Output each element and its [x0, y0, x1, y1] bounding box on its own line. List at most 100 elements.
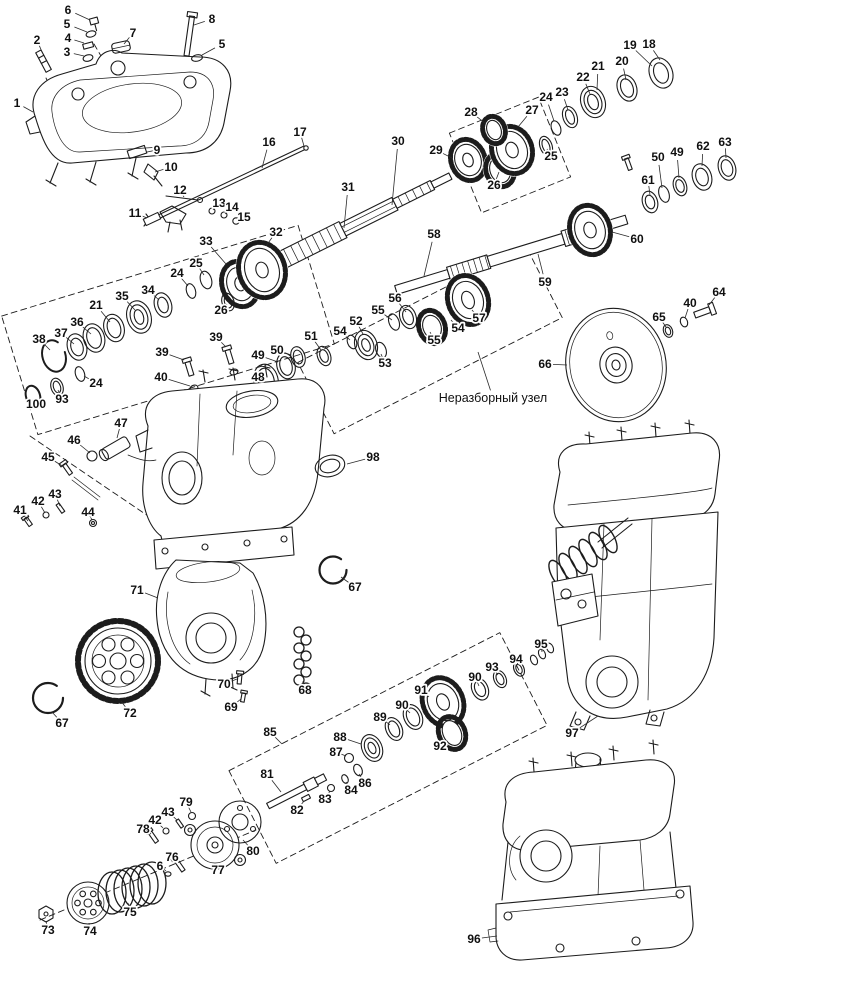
leader-line: [236, 217, 242, 221]
part-number-label: 10: [164, 160, 178, 174]
leader-line: [65, 337, 75, 345]
part-number-label: 57: [472, 311, 486, 325]
leader-line: [653, 50, 661, 61]
leader-line: [45, 920, 48, 927]
leader-line: [198, 267, 205, 276]
leader-line: [120, 700, 127, 709]
leader-line: [126, 301, 136, 311]
part-number-label: 65: [652, 310, 666, 324]
leader-line: [265, 237, 273, 247]
part-number-label: 64: [712, 285, 726, 299]
leader-line: [546, 148, 550, 154]
part-number-label: 25: [544, 149, 558, 163]
leader-line: [343, 194, 348, 229]
leader-line: [82, 326, 92, 335]
part-number-label: 13: [212, 196, 226, 210]
sprocket-72: [74, 617, 162, 705]
leader-line: [259, 377, 264, 380]
leader-line: [301, 137, 305, 147]
top-cover: [25, 49, 232, 187]
leader-line: [56, 498, 61, 507]
part-number-label: 40: [154, 370, 168, 384]
part-number-label: 14: [225, 200, 239, 214]
leader-line: [423, 692, 430, 698]
part-number-label: 4: [65, 31, 72, 45]
part-number-label: 39: [155, 345, 169, 359]
part-number-label: 97: [565, 726, 579, 740]
oil-pump-parts: [38, 800, 262, 925]
leader-line: [152, 293, 160, 301]
leader-line: [701, 153, 703, 167]
leader-line: [494, 669, 499, 676]
leader-line: [725, 148, 727, 159]
flywheel: [565, 301, 718, 423]
leader-line: [481, 935, 498, 939]
part-number-label: 67: [348, 580, 362, 594]
leader-line: [495, 171, 500, 180]
part-number-label: 53: [378, 356, 392, 370]
leader-line: [51, 711, 59, 719]
part-number-label: 28: [464, 105, 478, 119]
part-number-label: 72: [123, 706, 137, 720]
part-number-label: 62: [696, 139, 710, 153]
leader-line: [442, 740, 449, 745]
leader-line: [224, 209, 230, 215]
part-number-label: 24: [539, 90, 553, 104]
leader-line: [242, 839, 250, 847]
part-number-label: 92: [433, 739, 447, 753]
leader-line: [326, 790, 331, 797]
leader-line: [658, 164, 663, 189]
part-number-label: 58: [427, 227, 441, 241]
leader-line: [38, 44, 43, 53]
part-number-label: 32: [269, 225, 283, 239]
part-number-label: 96: [467, 932, 481, 946]
part-number-label: 31: [341, 180, 355, 194]
leader-line: [116, 428, 120, 439]
part-number-label: 55: [371, 303, 385, 317]
part-number-label: 20: [615, 54, 629, 68]
seal-98: [314, 454, 346, 478]
leader-line: [404, 707, 411, 714]
leader-line: [596, 73, 599, 91]
leader-line: [346, 458, 366, 465]
leader-line: [299, 800, 305, 807]
leader-line: [429, 331, 433, 337]
part-number-label: 42: [31, 494, 45, 508]
gear-29: [447, 136, 489, 184]
part-number-label: 51: [304, 329, 318, 343]
part-number-label: 39: [209, 330, 223, 344]
part-number-label: 29: [429, 143, 443, 157]
part-number-label: 11: [129, 206, 142, 220]
part-number-label: 1: [14, 96, 21, 110]
part-number-label: 81: [260, 767, 274, 781]
leader-line: [623, 68, 627, 81]
leader-line: [399, 303, 407, 313]
part-number-label: 26: [214, 303, 228, 317]
leader-line: [340, 576, 350, 584]
leader-line: [442, 152, 453, 159]
part-number-label: 76: [165, 850, 179, 864]
leader-line: [585, 83, 591, 95]
part-number-label: 93: [55, 392, 69, 406]
part-number-label: 93: [485, 660, 499, 674]
part-number-label: 68: [298, 683, 312, 697]
part-number-label: 47: [114, 416, 128, 430]
part-number-label: 15: [237, 210, 251, 224]
part-number-label: 24: [89, 376, 103, 390]
leader-line: [471, 309, 477, 316]
part-number-label: 33: [199, 234, 213, 248]
part-number-label: 21: [89, 298, 103, 312]
part-number-label: 30: [391, 134, 405, 148]
part-number-label: 73: [41, 923, 55, 937]
leader-line: [383, 313, 393, 321]
part-number-label: 87: [329, 745, 343, 759]
leader-line: [476, 680, 480, 687]
part-number-label: 6: [157, 859, 164, 873]
part-number-label: 42: [148, 813, 162, 827]
leader-line: [271, 780, 282, 793]
part-number-label: 38: [32, 332, 46, 346]
part-number-label: 75: [123, 905, 137, 919]
part-number-label: 21: [591, 59, 605, 73]
part-number-label: 69: [224, 700, 238, 714]
part-number-label: 24: [170, 266, 184, 280]
